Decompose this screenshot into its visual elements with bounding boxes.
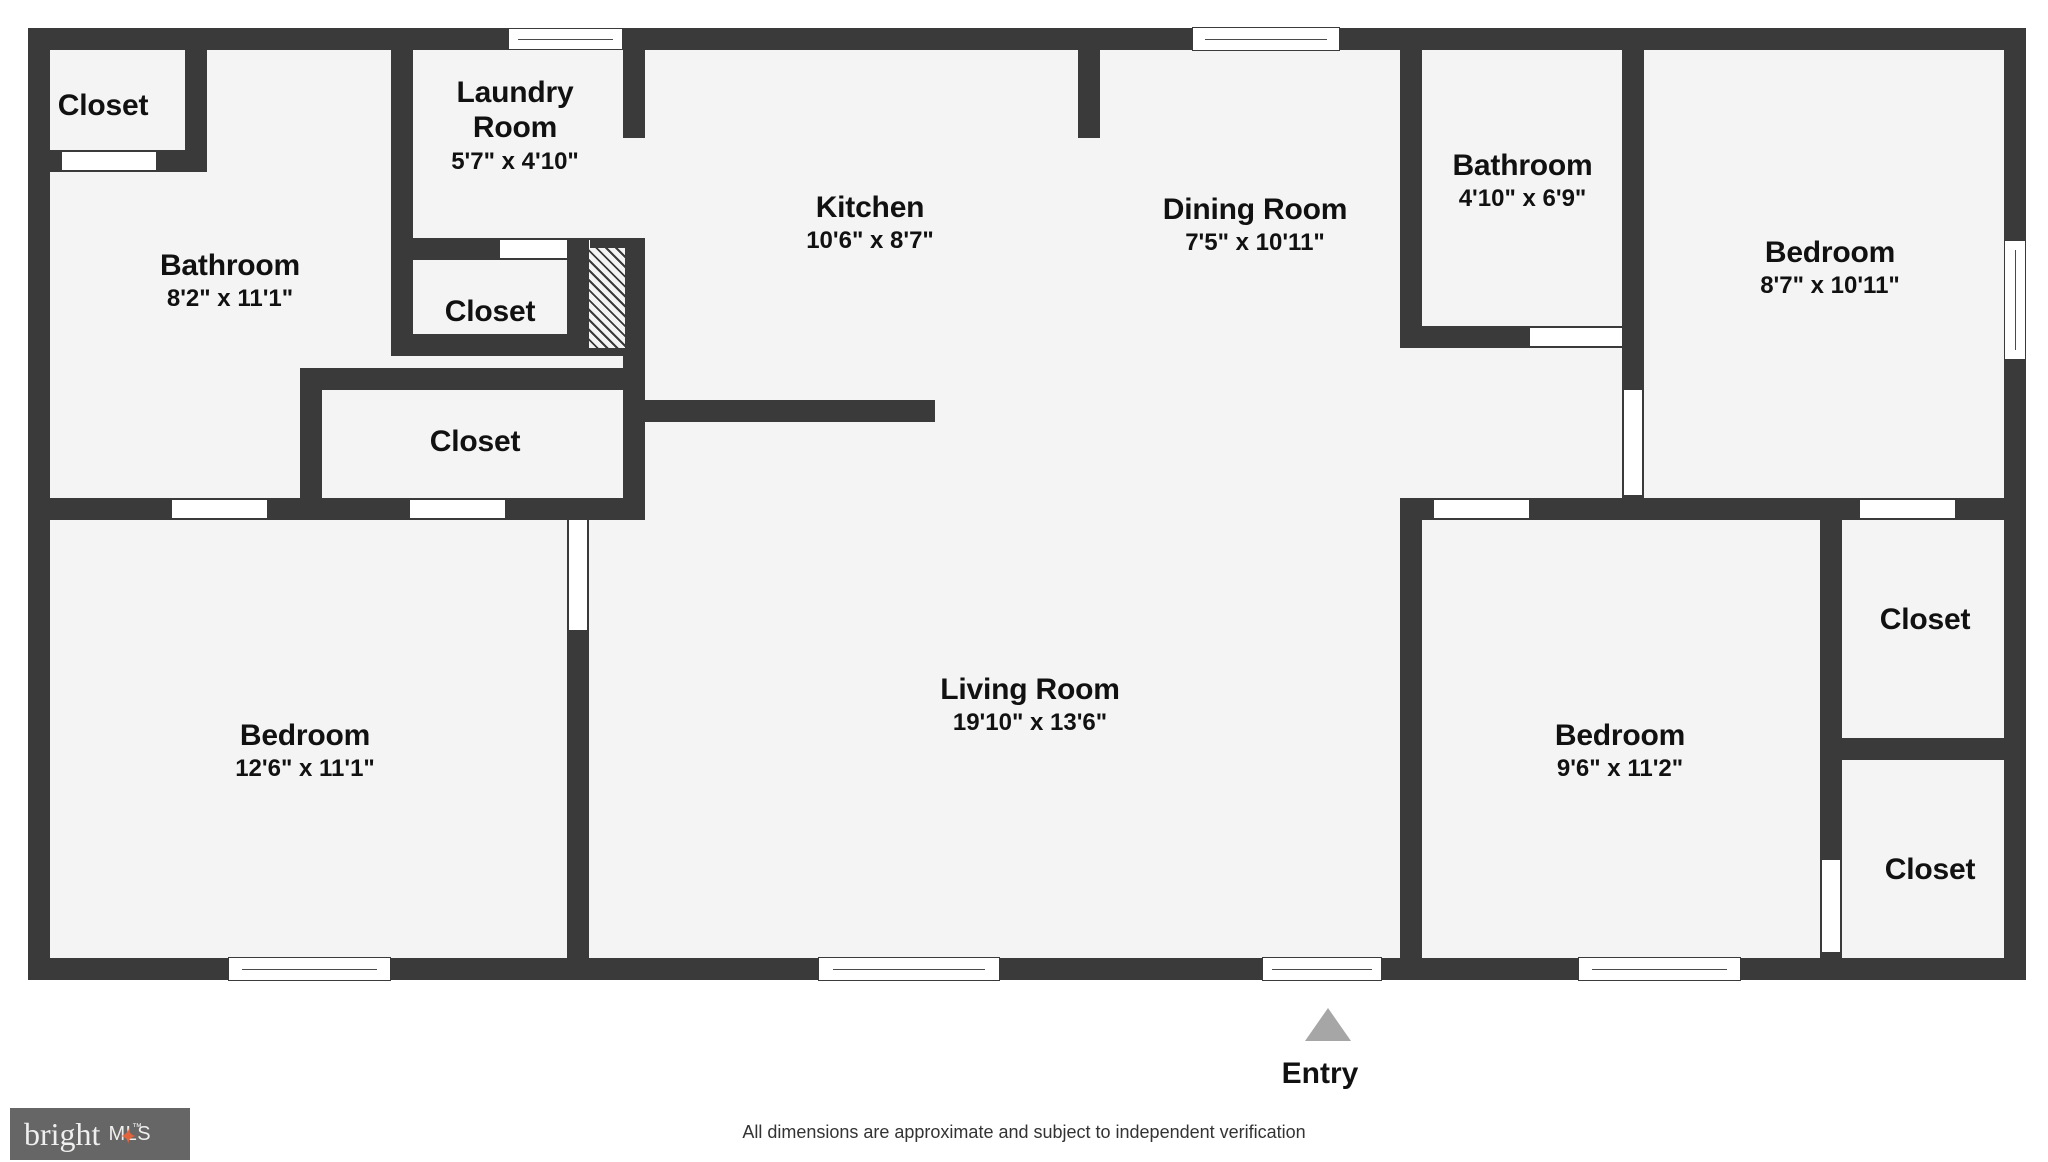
floor-fill-upper-right — [1410, 28, 2025, 508]
footer: bright ✦ ™ MLS All dimensions are approx… — [0, 1100, 2048, 1162]
exterior-wall-bottom — [28, 958, 2026, 980]
wall-closetupper-left — [391, 238, 413, 356]
window-bottom-bedroom-right — [1578, 957, 1741, 981]
wall-laundry-left — [391, 28, 413, 244]
floor-fill-lower-left — [33, 500, 633, 980]
opening-bedroom-left-door — [569, 520, 587, 630]
wall-closets-right-divider — [1820, 738, 2026, 760]
opening-bedroom-bottomright — [1434, 500, 1529, 518]
opening-closet-lowermid — [410, 500, 505, 518]
opening-bedroom-topright-door — [1624, 390, 1642, 495]
floor-fill-lower-mid — [560, 400, 1460, 980]
entry-label: Entry — [1281, 1057, 1359, 1090]
wall-bathroom-right-left — [1400, 28, 1422, 336]
wall-closetupper-bottom — [391, 334, 645, 356]
wall-livingroom-bedroom-right — [1400, 498, 1422, 980]
logo-brand-text: bright ✦ ™ — [24, 1115, 142, 1153]
disclaimer-text: All dimensions are approximate and subje… — [742, 1122, 1306, 1142]
floor-plan-canvas: Closet Bathroom 8'2" x 11'1" Laundry Roo… — [28, 27, 2026, 981]
wall-divider-midleft — [33, 498, 645, 520]
opening-closet-topleft — [62, 152, 156, 170]
window-top-laundry — [508, 28, 623, 50]
trademark-icon: ™ — [132, 1121, 142, 1133]
opening-bathroom-right — [1530, 328, 1625, 346]
wall-chase-right — [623, 238, 645, 356]
wall-closetupper-right — [567, 238, 589, 356]
wall-kitchen-peninsula-stub — [645, 400, 935, 422]
window-bottom-living-left — [818, 957, 1000, 981]
logo-brand-word: bright — [24, 1115, 101, 1152]
wall-closetlower-top — [300, 368, 645, 390]
window-bottom-living-right — [1262, 957, 1382, 981]
wall-bathroom-right-right — [1622, 28, 1644, 336]
entry-arrow-icon — [1305, 1008, 1351, 1041]
window-top-dining — [1192, 27, 1340, 51]
opening-closet-right-upper — [1860, 500, 1955, 518]
opening-closet-right-lower — [1822, 860, 1840, 952]
duct-chase-hatch — [589, 248, 625, 348]
exterior-wall-top — [28, 28, 2026, 50]
bright-mls-logo: bright ✦ ™ MLS — [10, 1108, 190, 1160]
logo-mls-text: MLS — [108, 1122, 152, 1145]
sparkle-icon: ✦ — [119, 1123, 138, 1149]
wall-closet-topleft-right — [185, 28, 207, 172]
window-bottom-bedroom-left — [228, 957, 391, 981]
wall-kitchen-dining-divider — [1078, 28, 1100, 138]
wall-closetlower-left — [300, 368, 322, 520]
window-right-bedroom — [2004, 240, 2026, 360]
wall-laundry-right — [623, 28, 645, 138]
wall-closetlower-right — [623, 356, 645, 520]
opening-bathroom-left — [172, 500, 267, 518]
